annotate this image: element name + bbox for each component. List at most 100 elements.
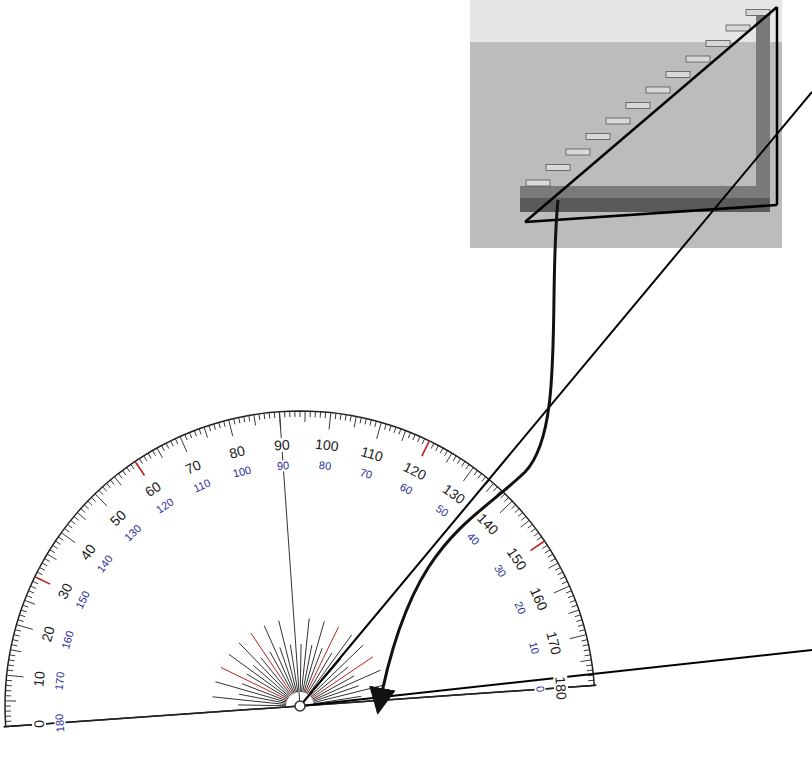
scale-tick <box>103 487 107 491</box>
scale-tick <box>408 432 410 438</box>
scale-tick <box>55 541 60 544</box>
scale-tick <box>61 533 75 543</box>
scale-tick <box>575 615 581 617</box>
scale-tick <box>50 550 55 553</box>
scale-tick <box>537 537 542 540</box>
scale-tick <box>579 630 585 632</box>
center-fan-line <box>310 645 363 696</box>
scale-tick <box>31 586 36 588</box>
scale-tick <box>19 615 25 617</box>
scale-tick <box>572 605 578 607</box>
scale-tick <box>171 441 174 446</box>
outer-scale-number: 40 <box>77 541 99 563</box>
inner-scale-number: 120 <box>154 496 177 517</box>
inner-scale-number: 30 <box>491 562 508 580</box>
scale-tick <box>284 411 285 417</box>
scale-tick <box>548 554 553 557</box>
protractor-center <box>295 701 305 711</box>
scale-tick <box>77 512 85 519</box>
scale-tick <box>528 524 533 528</box>
center-fan-line <box>313 686 358 702</box>
scale-tick <box>199 429 201 435</box>
triangle-hypotenuse <box>525 7 777 222</box>
scale-tick <box>521 520 530 527</box>
scale-tick <box>530 541 544 551</box>
scale-tick <box>531 528 536 532</box>
scale-tick <box>9 655 15 656</box>
outer-scale-number: 170 <box>544 629 564 657</box>
scale-tick <box>354 416 356 427</box>
scale-tick <box>47 554 56 560</box>
scale-tick <box>583 645 589 646</box>
stair-step <box>566 149 590 155</box>
outer-scale-number: 180 <box>553 675 569 701</box>
scale-tick <box>542 545 547 548</box>
outer-scale-number: 150 <box>504 545 530 574</box>
scale-tick <box>582 640 588 641</box>
scale-tick <box>558 572 563 575</box>
scale-tick <box>545 550 550 553</box>
scale-tick <box>453 456 456 461</box>
scale-tick <box>219 422 221 428</box>
scale-tick <box>576 620 582 622</box>
inner-scale-number: 100 <box>230 464 252 480</box>
scale-tick <box>10 650 21 652</box>
scale-tick <box>274 412 276 418</box>
scale-tick <box>445 451 448 456</box>
scale-tick <box>194 431 196 437</box>
outer-scale-number: 50 <box>107 506 129 528</box>
scale-tick <box>294 411 295 417</box>
inner-scale-number: 130 <box>121 522 143 544</box>
scale-tick <box>23 605 29 607</box>
scale-tick <box>42 563 47 566</box>
inner-scale-number: 10 <box>527 639 541 655</box>
staircase-photo <box>470 0 782 248</box>
center-fan-line <box>279 621 297 693</box>
scale-tick <box>482 477 486 482</box>
scale-tick <box>340 414 342 420</box>
scale-tick <box>53 545 58 548</box>
scale-tick <box>570 635 586 639</box>
scale-tick <box>8 664 14 666</box>
scale-tick <box>566 591 572 593</box>
scale-tick <box>153 451 156 456</box>
outer-scale-number: 100 <box>314 437 341 454</box>
scale-tick <box>13 640 19 641</box>
scale-tick <box>224 421 226 427</box>
scale-tick <box>5 721 11 722</box>
inner-scale-number: 60 <box>397 481 415 497</box>
stair-step <box>726 25 750 31</box>
scale-tick <box>389 425 391 431</box>
scale-tick <box>118 474 122 479</box>
outer-scale-number: 130 <box>440 481 469 507</box>
scale-tick <box>515 509 519 513</box>
stair-step <box>666 72 690 78</box>
stair-stringer <box>520 12 770 198</box>
scale-tick <box>422 439 425 444</box>
stair-steps <box>526 10 770 187</box>
scale-tick <box>74 516 79 520</box>
scale-tick <box>166 443 169 448</box>
scale-tick <box>375 421 377 427</box>
scale-tick <box>550 559 555 562</box>
triangle-base <box>525 205 777 222</box>
scale-tick <box>81 509 85 513</box>
triangle-side <box>776 7 779 205</box>
scale-tick <box>588 680 594 682</box>
scale-tick <box>304 411 305 422</box>
center-fan-line <box>305 648 322 693</box>
scale-tick <box>384 424 386 430</box>
scale-tick <box>214 424 216 430</box>
angle-ray <box>300 92 812 706</box>
outer-scale-number: 120 <box>400 459 429 483</box>
scale-tick <box>16 625 32 630</box>
center-fan-line <box>312 676 354 699</box>
inner-scale-number: 20 <box>512 599 528 616</box>
scale-tick <box>431 443 434 448</box>
scale-tick <box>110 480 114 485</box>
scale-tick <box>162 446 165 451</box>
scale-tick <box>570 600 576 602</box>
scale-tick <box>95 494 107 506</box>
scale-tick <box>457 459 460 464</box>
